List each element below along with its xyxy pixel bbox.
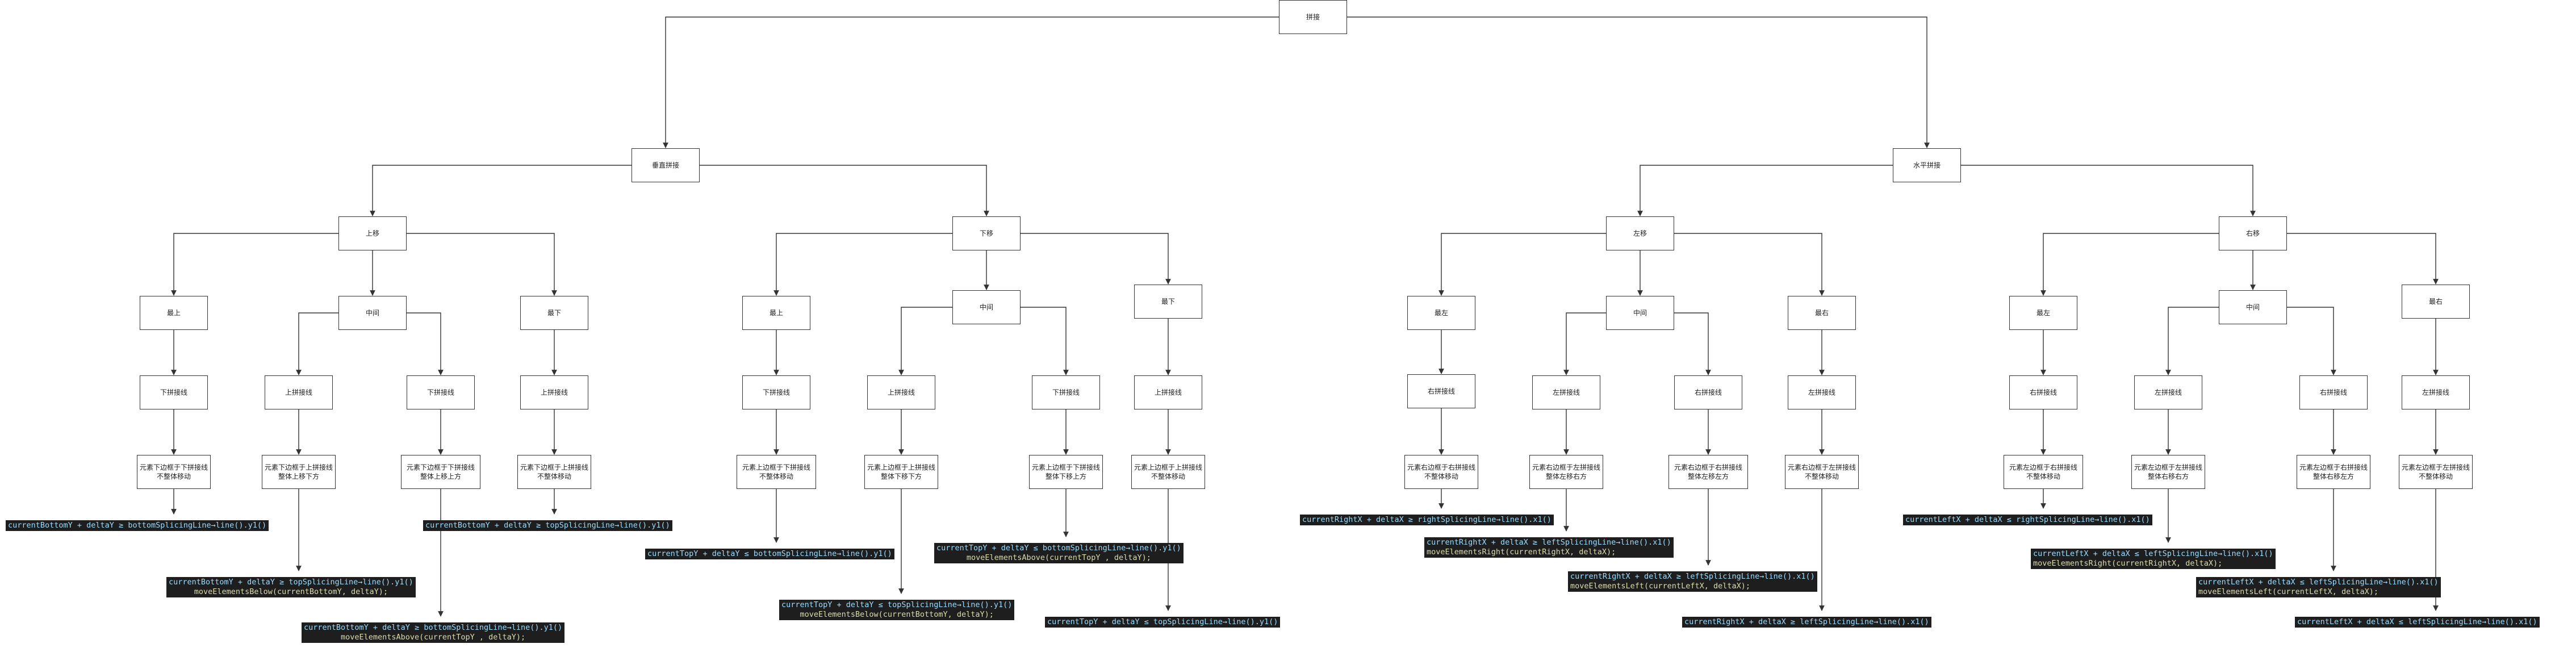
left-leftmost-rule-node: 元素右边框于右拼接线 不整体移动 xyxy=(1404,455,1478,489)
down-middle-bottom-splice-line-node: 下拼接线 xyxy=(1032,375,1100,409)
down-middle-node: 中间 xyxy=(952,290,1021,324)
right-leftmost-splice-line-node: 右拼接线 xyxy=(2009,375,2077,409)
connector-arrow xyxy=(2040,233,2219,296)
connector-arrow xyxy=(1347,16,1930,148)
connector-arrow xyxy=(407,312,444,375)
right-rightmost-rule-node: 元素左边框于左拼接线 不整体移动 xyxy=(2399,455,2473,489)
down-topmost-node: 最上 xyxy=(742,296,810,330)
down-middle-bottom-rule-node: 元素上边框于下拼接线 整体下移上方 xyxy=(1029,455,1103,489)
connector-arrow xyxy=(407,233,557,296)
up-topmost-node: 最上 xyxy=(140,296,208,330)
horizontal-splice-node: 水平拼接 xyxy=(1893,148,1961,182)
connector-arrow xyxy=(370,165,632,216)
connector-arrow xyxy=(171,233,338,296)
down-topmost-rule-node: 元素上边框于下拼接线 不整体移动 xyxy=(737,455,816,489)
left-rightmost-rule-node: 元素右边框于左拼接线 不整体移动 xyxy=(1785,455,1859,489)
code-snippet: currentBottomY + deltaY ≥ topSplicingLin… xyxy=(166,577,416,597)
left-middle-left-splice-line-node: 左拼接线 xyxy=(1532,375,1600,409)
code-snippet: currentTopY + deltaY ≤ topSplicingLine→l… xyxy=(1045,617,1281,628)
left-rightmost-node: 最右 xyxy=(1788,296,1856,330)
code-snippet: currentLeftX + deltaX ≤ leftSplicingLine… xyxy=(2031,549,2276,569)
down-middle-top-rule-node: 元素上边框于上拼接线 整体下移下方 xyxy=(864,455,938,489)
up-bottommost-node: 最下 xyxy=(520,296,588,330)
up-middle-top-splice-line-node: 上拼接线 xyxy=(265,375,333,409)
left-middle-right-splice-line-node: 右拼接线 xyxy=(1674,375,1742,409)
connector-arrow xyxy=(1563,312,1606,375)
connector-arrow xyxy=(1674,233,1825,296)
down-bottommost-splice-line-node: 上拼接线 xyxy=(1134,375,1202,409)
code-snippet: currentTopY + deltaY ≤ bottomSplicingLin… xyxy=(645,549,894,559)
code-snippet: currentRightX + deltaX ≥ rightSplicingLi… xyxy=(1300,515,1554,525)
right-rightmost-node: 最右 xyxy=(2402,285,2470,319)
right-middle-left-rule-node: 元素左边框于左拼接线 整体右移右方 xyxy=(2131,455,2205,489)
right-rightmost-splice-line-node: 左拼接线 xyxy=(2402,375,2470,409)
code-snippet: currentBottomY + deltaY ≥ bottomSplicing… xyxy=(302,622,565,643)
up-topmost-splice-line-node: 下拼接线 xyxy=(140,375,208,409)
code-snippet: currentLeftX + deltaX ≤ leftSplicingLine… xyxy=(2196,577,2441,597)
code-snippet: currentRightX + deltaX ≥ leftSplicingLin… xyxy=(1424,537,1674,558)
connector-arrow xyxy=(700,165,989,216)
up-middle-node: 中间 xyxy=(338,296,407,330)
up-middle-bottom-splice-line-node: 下拼接线 xyxy=(407,375,475,409)
code-snippet: currentRightX + deltaX ≥ leftSplicingLin… xyxy=(1682,617,1931,628)
connector-arrow xyxy=(898,307,952,375)
down-topmost-splice-line-node: 下拼接线 xyxy=(742,375,810,409)
up-middle-bottom-rule-node: 元素下边框于下拼接线 整体上移上方 xyxy=(401,455,480,489)
root-node: 拼接 xyxy=(1279,0,1347,34)
right-middle-left-splice-line-node: 左拼接线 xyxy=(2134,375,2202,409)
code-snippet: currentLeftX + deltaX ≤ leftSplicingLine… xyxy=(2295,617,2540,628)
left-middle-node: 中间 xyxy=(1606,296,1674,330)
down-middle-top-splice-line-node: 上拼接线 xyxy=(867,375,935,409)
connector-arrow xyxy=(1438,233,1606,296)
vertical-move-down-node: 下移 xyxy=(952,216,1021,250)
code-snippet: currentBottomY + deltaY ≥ topSplicingLin… xyxy=(423,520,672,531)
connector-arrow xyxy=(296,312,338,375)
vertical-splice-node: 垂直拼接 xyxy=(632,148,700,182)
up-bottommost-splice-line-node: 上拼接线 xyxy=(520,375,588,409)
left-leftmost-splice-line-node: 右拼接线 xyxy=(1407,374,1475,408)
code-snippet: currentLeftX + deltaX ≤ rightSplicingLin… xyxy=(1903,515,2152,525)
right-leftmost-rule-node: 元素左边框于右拼接线 不整体移动 xyxy=(2004,455,2083,489)
vertical-move-up-node: 上移 xyxy=(338,216,407,250)
horizontal-move-left-node: 左移 xyxy=(1606,216,1674,250)
up-topmost-rule-node: 元素下边框于下拼接线 不整体移动 xyxy=(137,455,211,489)
right-middle-right-rule-node: 元素左边框于右拼接线 整体右移左方 xyxy=(2297,455,2370,489)
left-middle-right-rule-node: 元素右边框于右拼接线 整体左移左方 xyxy=(1668,455,1748,489)
connector-arrow xyxy=(1961,165,2256,216)
code-snippet: currentTopY + deltaY ≤ topSplicingLine→l… xyxy=(779,600,1015,620)
connector-arrow xyxy=(1021,307,1069,375)
connector-arrow xyxy=(2287,233,2439,285)
code-snippet: currentRightX + deltaX ≥ leftSplicingLin… xyxy=(1568,571,1817,592)
code-snippet: currentBottomY + deltaY ≥ bottomSplicing… xyxy=(6,520,269,531)
down-bottommost-node: 最下 xyxy=(1134,285,1202,319)
right-middle-node: 中间 xyxy=(2219,290,2287,324)
right-leftmost-node: 最左 xyxy=(2009,296,2077,330)
down-bottommost-rule-node: 元素上边框于上拼接线 不整体移动 xyxy=(1131,455,1205,489)
connector-arrow xyxy=(1637,165,1893,216)
connector-arrow xyxy=(773,233,952,296)
connector-arrow xyxy=(1674,312,1711,375)
up-middle-top-rule-node: 元素下边框于上拼接线 整体上移下方 xyxy=(262,455,336,489)
connector-arrow xyxy=(1021,233,1171,285)
connector-arrow xyxy=(2165,307,2219,375)
horizontal-move-right-node: 右移 xyxy=(2219,216,2287,250)
left-leftmost-node: 最左 xyxy=(1407,296,1475,330)
connector-arrow xyxy=(2287,307,2336,375)
right-middle-right-splice-line-node: 右拼接线 xyxy=(2299,375,2368,409)
up-bottommost-rule-node: 元素下边框于上拼接线 不整体移动 xyxy=(517,455,591,489)
code-snippet: currentTopY + deltaY ≤ bottomSplicingLin… xyxy=(934,543,1184,563)
left-middle-left-rule-node: 元素右边框于左拼接线 整体左移右方 xyxy=(1529,455,1603,489)
connector-arrow xyxy=(663,16,1279,148)
left-rightmost-splice-line-node: 左拼接线 xyxy=(1788,375,1856,409)
